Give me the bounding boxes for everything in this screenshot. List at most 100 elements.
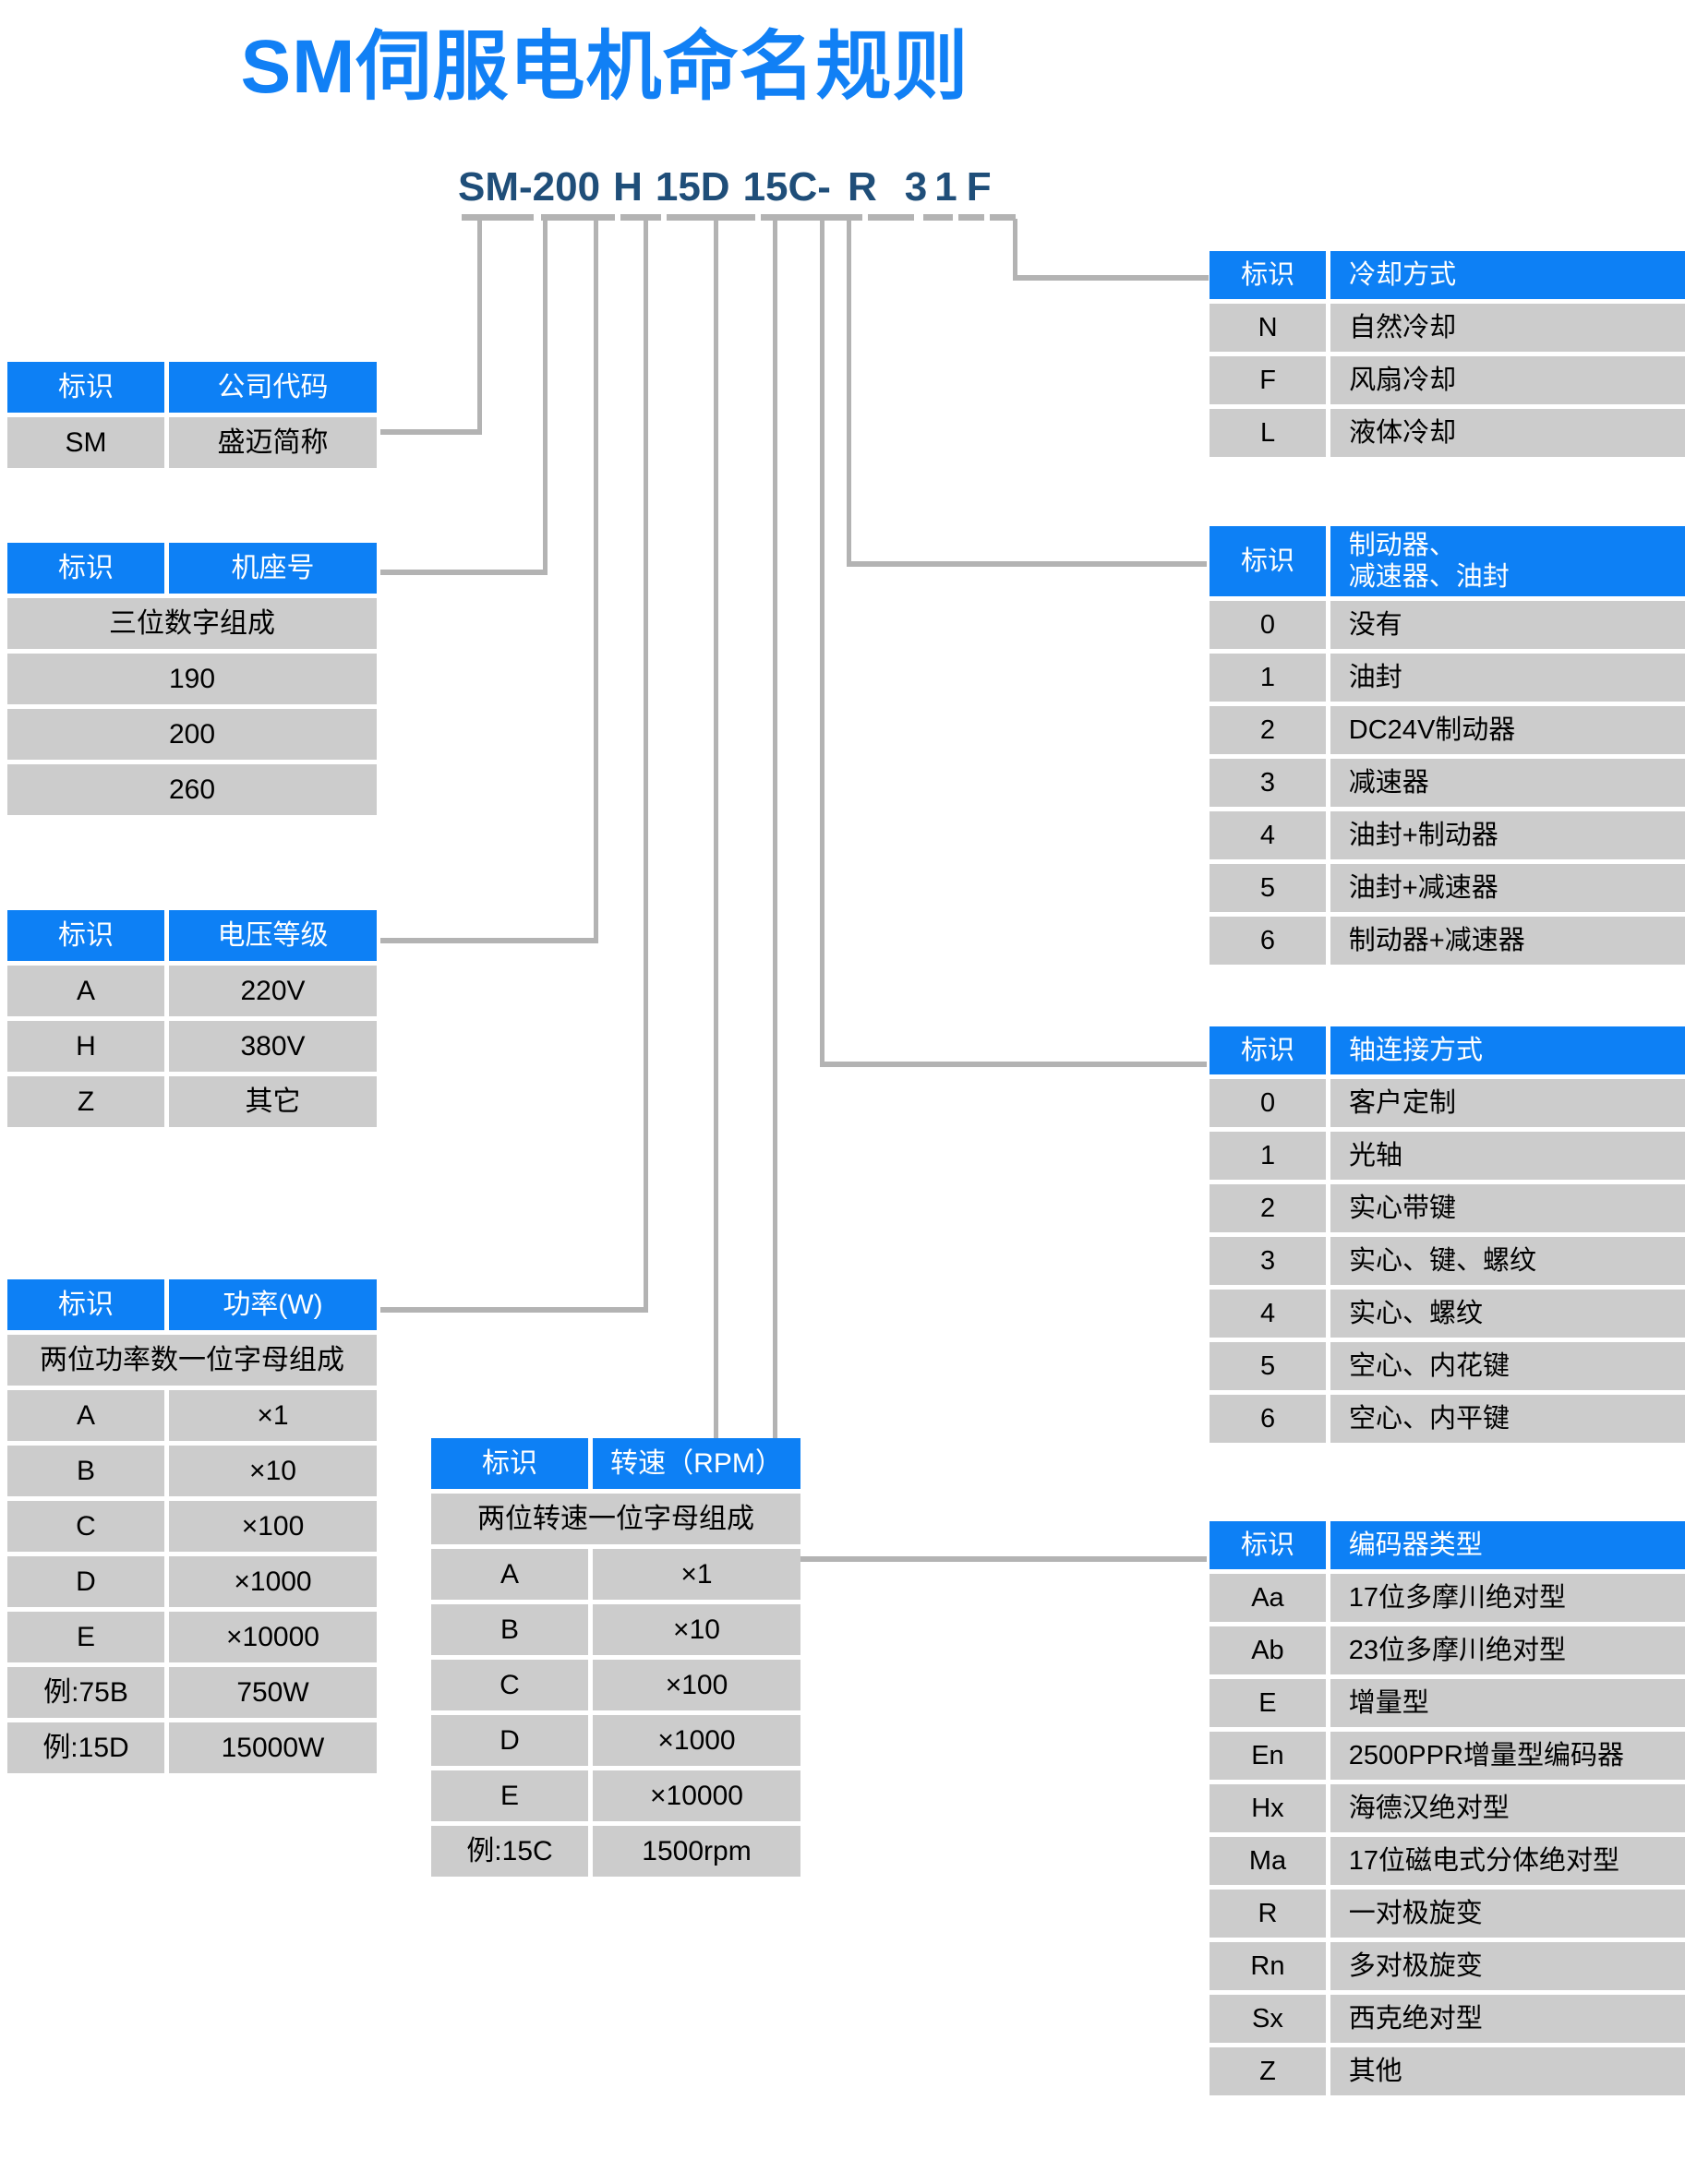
column-gap: [1325, 1626, 1330, 1674]
cell-encoder-code-hx: Hx: [1210, 1784, 1326, 1832]
cell-encoder-sick: 西克绝对型: [1330, 1995, 1685, 2043]
leader-vline-company: [477, 219, 482, 435]
table-row: 4 实心、螺纹: [1210, 1290, 1685, 1338]
cell-shaft-hollow-spline: 空心、内花键: [1330, 1342, 1685, 1390]
cell-brake-code-3: 3: [1210, 759, 1326, 807]
column-gap: [1325, 864, 1330, 912]
table-row: 260: [7, 764, 377, 815]
table-row: 5 油封+减速器: [1210, 864, 1685, 912]
cell-shaft-code-5: 5: [1210, 1342, 1327, 1390]
cell-power-mult-1: ×1: [169, 1390, 377, 1441]
cell-encoder-multi-pole-resolver: 多对极旋变: [1330, 1942, 1685, 1990]
column-gap: [164, 417, 169, 468]
cell-cooling-natural: 自然冷却: [1330, 304, 1685, 352]
leader-vline-voltage: [594, 219, 598, 943]
column-gap: [1325, 1837, 1330, 1885]
cell-encoder-code-sx: Sx: [1210, 1995, 1326, 2043]
cell-voltage-220v: 220V: [169, 966, 377, 1016]
cell-cooling-code-l: L: [1210, 409, 1327, 457]
cell-power-mult-10: ×10: [169, 1446, 377, 1496]
row-gap: [1210, 596, 1685, 601]
model-segment-encoder: R: [847, 164, 877, 210]
column-gap: [164, 1446, 169, 1496]
row-gap: [1210, 1885, 1685, 1890]
table-row: 4 油封+制动器: [1210, 811, 1685, 859]
header-company-code: 公司代码: [169, 362, 377, 413]
column-gap: [164, 1722, 169, 1773]
cell-power-example-750w: 750W: [169, 1667, 377, 1718]
row-gap: [1210, 1074, 1685, 1079]
column-gap: [1326, 1290, 1330, 1338]
leader-hline-voltage: [380, 938, 598, 943]
row-gap: [7, 1441, 377, 1446]
row-gap: [1210, 1285, 1685, 1290]
row-gap: [1210, 1569, 1685, 1574]
leader-vline-frame: [543, 219, 548, 575]
column-gap: [1326, 409, 1331, 457]
table-header-row: 标识 轴连接方式: [1210, 1026, 1685, 1074]
cell-brake-code-0: 0: [1210, 601, 1326, 649]
table-header-row: 标识 功率(W): [7, 1279, 377, 1330]
cell-shaft-code-1: 1: [1210, 1132, 1327, 1180]
cell-encoder-code-aa: Aa: [1210, 1574, 1326, 1622]
header-power: 功率(W): [169, 1279, 377, 1330]
cell-brake-seal-reducer: 油封+减速器: [1330, 864, 1685, 912]
leader-vline-brake: [847, 219, 851, 567]
row-gap: [7, 1496, 377, 1501]
leader-hline-frame: [380, 570, 548, 575]
cell-speed-example-1500rpm: 1500rpm: [593, 1826, 800, 1877]
underline-brake: [958, 214, 984, 221]
column-gap: [1326, 251, 1331, 299]
column-gap: [164, 1076, 169, 1127]
cell-speed-code-a: A: [431, 1549, 588, 1600]
row-gap: [431, 1544, 800, 1549]
model-segment-brake: 1: [934, 164, 957, 210]
table-brake-reducer-seal: 标识 制动器、 减速器、油封 0 没有 1 油封 2 DC24V制动器 3: [1210, 526, 1685, 965]
row-gap: [1210, 1232, 1685, 1237]
column-gap: [164, 1021, 169, 1072]
row-gap: [7, 961, 377, 966]
table-row: Aa 17位多摩川绝对型: [1210, 1574, 1685, 1622]
cell-power-code-e: E: [7, 1612, 164, 1662]
column-gap: [1325, 1732, 1330, 1780]
leader-hline-shaft: [820, 1062, 1207, 1067]
column-gap: [164, 1279, 169, 1330]
leader-vline-encoder: [773, 219, 777, 1562]
row-gap: [7, 1386, 377, 1390]
table-row: 200: [7, 709, 377, 760]
table-row: Z 其他: [1210, 2047, 1685, 2095]
row-gap: [1210, 1990, 1685, 1995]
column-gap: [1325, 654, 1330, 702]
column-gap: [588, 1604, 593, 1655]
header-label: 标识: [7, 362, 164, 413]
cell-shaft-code-3: 3: [1210, 1237, 1327, 1285]
cell-speed-example-15c: 例:15C: [431, 1826, 588, 1877]
column-gap: [164, 362, 169, 413]
column-gap: [164, 1390, 169, 1441]
underline-company: [462, 214, 534, 221]
row-gap: [7, 760, 377, 764]
table-row: E ×10000: [431, 1770, 800, 1821]
cell-cooling-code-f: F: [1210, 356, 1327, 404]
row-gap: [7, 1607, 377, 1612]
table-row: 190: [7, 654, 377, 704]
cell-power-code-a: A: [7, 1390, 164, 1441]
row-gap: [1210, 1180, 1685, 1184]
cell-power-mult-100: ×100: [169, 1501, 377, 1552]
table-row: 0 客户定制: [1210, 1079, 1685, 1127]
model-segment-speed: 15C-: [742, 164, 831, 210]
row-gap: [1210, 1727, 1685, 1732]
column-gap: [164, 1556, 169, 1607]
header-shaft-connection: 轴连接方式: [1330, 1026, 1685, 1074]
cell-voltage-code-h: H: [7, 1021, 164, 1072]
cell-brake-dc24v: DC24V制动器: [1330, 706, 1685, 754]
header-speed: 转速（RPM）: [593, 1438, 800, 1489]
cell-brake-code-2: 2: [1210, 706, 1326, 754]
cell-power-example-15d: 例:15D: [7, 1722, 164, 1773]
model-segment-shaft: 3: [904, 164, 928, 210]
row-gap: [7, 649, 377, 654]
column-gap: [588, 1438, 593, 1489]
table-row: 6 空心、内平键: [1210, 1395, 1685, 1443]
cell-shaft-plain: 光轴: [1330, 1132, 1685, 1180]
